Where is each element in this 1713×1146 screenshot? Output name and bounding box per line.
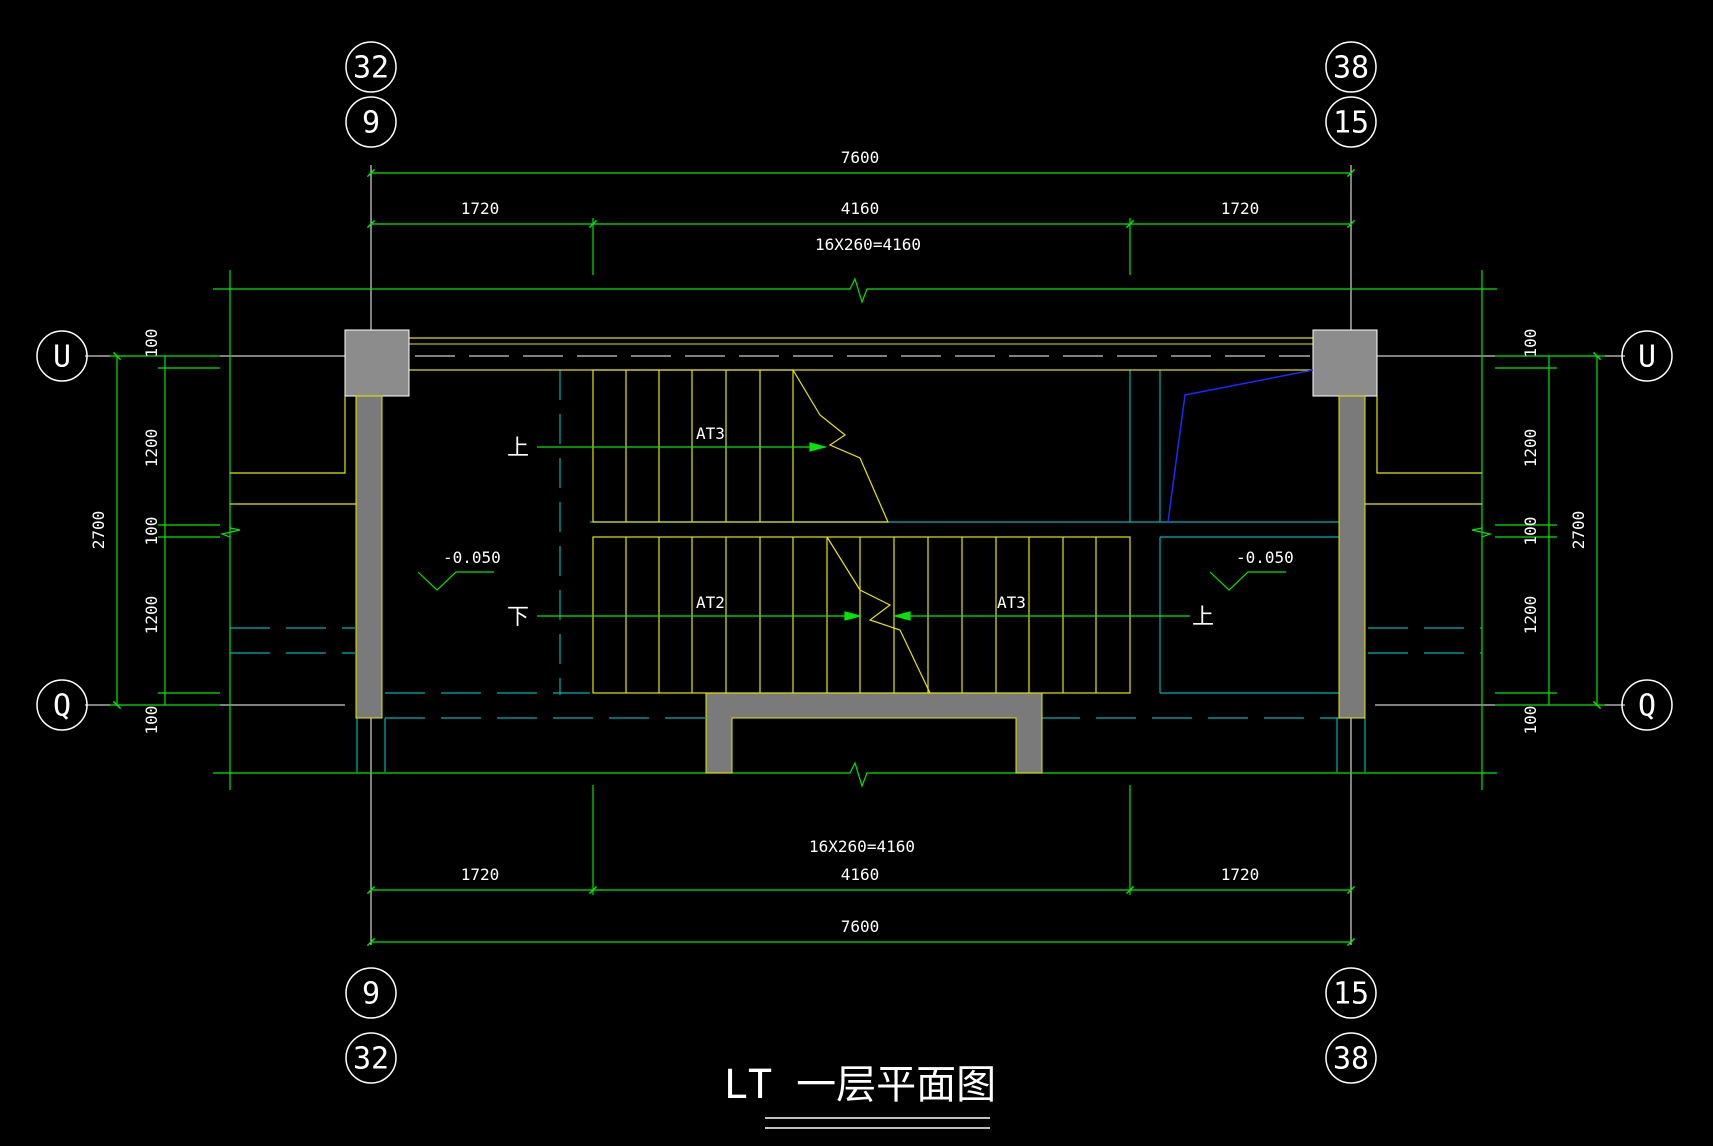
grid-axis-lines xyxy=(85,165,1625,945)
axis-label-top-left-1: 32 xyxy=(353,51,389,86)
stair-lower-flight xyxy=(592,536,1131,694)
axis-label-top-right-1: 38 xyxy=(1333,51,1369,86)
axis-label-left-top: U xyxy=(53,340,71,375)
axis-label-bottom-left-1: 9 xyxy=(362,977,380,1012)
drawing-title: LT 一层平面图 xyxy=(724,1062,996,1108)
dim-right-seg-3: 100 xyxy=(1521,517,1540,546)
dim-left-seg-4: 1200 xyxy=(142,596,161,635)
dim-bottom-mid: 4160 xyxy=(841,865,880,884)
dim-left-seg-1: 100 xyxy=(142,329,161,358)
label-flight-lower-right: AT3 xyxy=(997,593,1026,612)
elevation-markers xyxy=(417,571,1286,591)
dim-top-steps: 16X260=4160 xyxy=(815,235,921,254)
axis-label-top-right-2: 15 xyxy=(1333,106,1369,141)
stair-upper-flight xyxy=(592,369,889,523)
dim-top-mid: 4160 xyxy=(841,199,880,218)
axis-bubbles xyxy=(36,41,1673,1084)
dim-left-overall: 2700 xyxy=(89,511,108,550)
dimension-lines xyxy=(110,168,1605,947)
walls xyxy=(230,329,1482,774)
stair-labels: AT3 AT2 AT3 -0.050 -0.050 xyxy=(443,424,1294,612)
axis-labels: 32 9 38 15 9 32 15 38 U Q U Q xyxy=(53,51,1656,1077)
label-elev-right: -0.050 xyxy=(1236,548,1294,567)
dim-bottom-overall: 7600 xyxy=(841,917,880,936)
dim-right-seg-4: 1200 xyxy=(1521,596,1540,635)
dim-right-seg-5: 100 xyxy=(1521,706,1540,735)
label-flight-upper: AT3 xyxy=(696,424,725,443)
axis-label-bottom-right-1: 15 xyxy=(1333,977,1369,1012)
dim-right-seg-2: 1200 xyxy=(1521,429,1540,468)
dim-top-overall: 7600 xyxy=(841,148,880,167)
axis-label-top-left-2: 9 xyxy=(362,106,380,141)
label-up-right: 上 xyxy=(1192,605,1214,630)
dim-bottom-left: 1720 xyxy=(461,865,500,884)
direction-labels: 上 下 上 xyxy=(507,436,1214,630)
direction-arrows xyxy=(537,442,1190,621)
dim-top-left: 1720 xyxy=(461,199,500,218)
dimension-text: 7600 1720 4160 1720 16X260=4160 16X260=4… xyxy=(89,148,1588,936)
axis-label-bottom-right-2: 38 xyxy=(1333,1042,1369,1077)
dim-right-seg-1: 100 xyxy=(1521,329,1540,358)
axis-label-right-bottom: Q xyxy=(1638,689,1656,724)
dim-top-right: 1720 xyxy=(1221,199,1260,218)
label-down-left: 下 xyxy=(507,605,529,630)
accent-line xyxy=(1167,369,1314,523)
label-up-left: 上 xyxy=(507,436,529,461)
axis-label-right-top: U xyxy=(1638,340,1656,375)
dim-bottom-right: 1720 xyxy=(1221,865,1260,884)
axis-label-left-bottom: Q xyxy=(53,689,71,724)
dim-left-seg-5: 100 xyxy=(142,706,161,735)
label-elev-left: -0.050 xyxy=(443,548,501,567)
dim-left-seg-3: 100 xyxy=(142,517,161,546)
dim-left-seg-2: 1200 xyxy=(142,429,161,468)
axis-label-bottom-left-2: 32 xyxy=(353,1042,389,1077)
hidden-lines xyxy=(230,370,1482,772)
label-flight-lower-left: AT2 xyxy=(696,593,725,612)
dim-right-overall: 2700 xyxy=(1569,511,1588,550)
dim-bottom-steps: 16X260=4160 xyxy=(809,837,915,856)
